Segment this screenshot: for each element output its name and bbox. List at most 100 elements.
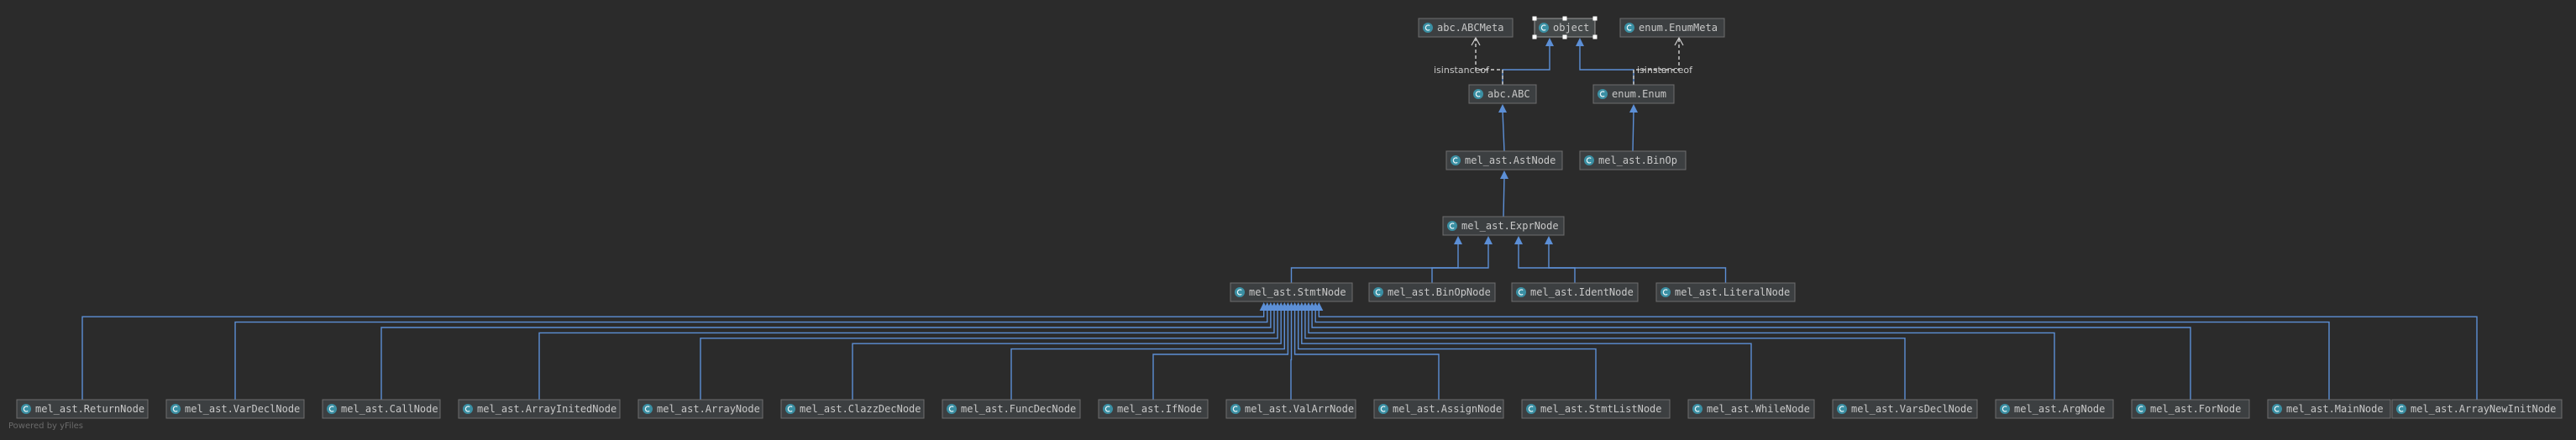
- class-c-icon: [947, 404, 957, 414]
- class-node-box: [1468, 84, 1537, 104]
- diagram-footer: Powered by yFiles: [8, 422, 83, 431]
- class-node-arrayinitednode[interactable]: mel_ast.ArrayInitedNode: [458, 399, 621, 419]
- class-c-icon: [21, 404, 31, 414]
- edge-enum-to-enummeta-arrowhead: [1674, 36, 1684, 46]
- class-node-callnode[interactable]: mel_ast.CallNode: [322, 399, 441, 419]
- class-c-icon: [1473, 89, 1483, 99]
- class-node-returnnode[interactable]: mel_ast.ReturnNode: [16, 399, 149, 419]
- class-node-binop[interactable]: mel_ast.BinOp: [1579, 150, 1687, 170]
- class-c-icon: [171, 404, 181, 414]
- class-node-arraynode[interactable]: mel_ast.ArrayNode: [637, 399, 763, 419]
- class-node-label: mel_ast.FuncDecNode: [961, 403, 1076, 415]
- class-node-label: mel_ast.VarsDeclNode: [1851, 403, 1973, 415]
- class-node-box: [780, 399, 925, 419]
- edge-abc-to-abcmeta-arrowhead: [1471, 36, 1481, 46]
- class-node-astnode[interactable]: mel_ast.AstNode: [1445, 150, 1563, 170]
- class-c-icon: [1584, 155, 1594, 165]
- class-node-clazzdecnode[interactable]: mel_ast.ClazzDecNode: [780, 399, 925, 419]
- class-node-arraynewinitnode[interactable]: mel_ast.ArrayNewInitNode: [2391, 399, 2563, 419]
- class-c-icon: [1837, 404, 1847, 414]
- class-node-vardeclnode[interactable]: mel_ast.VarDeclNode: [165, 399, 305, 419]
- class-node-box: [2391, 399, 2563, 419]
- class-c-icon: [1692, 404, 1702, 414]
- class-node-label: abc.ABC: [1487, 88, 1530, 100]
- class-node-label: mel_ast.ArrayInitedNode: [477, 403, 616, 415]
- resize-handle[interactable]: [1562, 16, 1567, 21]
- class-node-varsdeclnode[interactable]: mel_ast.VarsDeclNode: [1832, 399, 1978, 419]
- edge-abc-to-abcmeta: [1475, 39, 1503, 85]
- class-node-box: [1418, 18, 1514, 38]
- nodes-layer: abc.ABCMeta object enum.EnumMeta abc.ABC enu…: [16, 16, 2563, 419]
- class-node-box: [322, 399, 441, 419]
- edge-literalnode-to-exprnode-arrowhead: [1545, 236, 1553, 244]
- edge-arrayinitednode-to-stmtnode: [538, 309, 1275, 400]
- class-node-box: [942, 399, 1081, 419]
- edge-exprnode-to-astnode: [1503, 176, 1505, 217]
- class-node-box: [16, 399, 149, 419]
- resize-handle[interactable]: [1592, 34, 1598, 39]
- class-node-argnode[interactable]: mel_ast.ArgNode: [1995, 399, 2114, 419]
- class-node-box: [2267, 399, 2391, 419]
- class-node-enummeta[interactable]: enum.EnumMeta: [1619, 18, 1725, 38]
- edge-identnode-to-exprnode-arrowhead: [1514, 236, 1523, 244]
- class-node-exprnode[interactable]: mel_ast.ExprNode: [1442, 216, 1565, 236]
- class-node-whilenode[interactable]: mel_ast.WhileNode: [1687, 399, 1815, 419]
- class-node-label: mel_ast.StmtListNode: [1540, 403, 1662, 415]
- class-node-label: mel_ast.ArgNode: [2014, 403, 2105, 415]
- class-c-icon: [2136, 404, 2146, 414]
- class-node-identnode[interactable]: mel_ast.IdentNode: [1511, 282, 1639, 302]
- class-node-box: [1655, 282, 1796, 302]
- class-c-icon: [2000, 404, 2010, 414]
- class-node-abc[interactable]: abc.ABC: [1468, 84, 1537, 104]
- edge-fornode-to-stmtnode: [1311, 309, 2191, 400]
- edge-stmtnode-to-exprnode-arrowhead: [1454, 236, 1462, 244]
- class-node-label: mel_ast.MainNode: [2286, 403, 2384, 415]
- edge-identnode-to-exprnode: [1518, 243, 1576, 283]
- class-node-ifnode[interactable]: mel_ast.IfNode: [1098, 399, 1209, 419]
- class-node-stmtnode[interactable]: mel_ast.StmtNode: [1230, 282, 1353, 302]
- class-c-icon: [1103, 404, 1113, 414]
- class-node-object[interactable]: object: [1532, 16, 1598, 39]
- selection-handles[interactable]: [1532, 16, 1598, 39]
- class-node-literalnode[interactable]: mel_ast.LiteralNode: [1655, 282, 1796, 302]
- edge-clazzdecnode-to-stmtnode: [852, 309, 1282, 400]
- class-c-icon: [785, 404, 795, 414]
- class-node-binopnode[interactable]: mel_ast.BinOpNode: [1368, 282, 1496, 302]
- class-node-box: [1442, 216, 1565, 236]
- class-node-label: mel_ast.ValArrNode: [1245, 403, 1354, 415]
- resize-handle[interactable]: [1532, 16, 1537, 21]
- class-node-label: enum.Enum: [1612, 88, 1666, 100]
- class-node-stmtlistnode[interactable]: mel_ast.StmtListNode: [1521, 399, 1671, 419]
- class-node-mainnode[interactable]: mel_ast.MainNode: [2267, 399, 2391, 419]
- resize-handle[interactable]: [1562, 34, 1567, 39]
- edge-arraynewinitnode-to-stmtnode: [1318, 309, 2478, 400]
- class-node-box: [1225, 399, 1356, 419]
- class-node-abcmeta[interactable]: abc.ABCMeta: [1418, 18, 1514, 38]
- class-node-box: [1619, 18, 1725, 38]
- class-node-label: mel_ast.ReturnNode: [35, 403, 144, 415]
- class-c-icon: [1624, 23, 1634, 33]
- class-c-icon: [1423, 23, 1433, 33]
- edge-argnode-to-stmtnode: [1308, 309, 2055, 400]
- isinstanceof-edge-label: isinstanceof: [1637, 65, 1693, 76]
- class-node-valarrnode[interactable]: mel_ast.ValArrNode: [1225, 399, 1356, 419]
- class-node-funcdecnode[interactable]: mel_ast.FuncDecNode: [942, 399, 1081, 419]
- resize-handle[interactable]: [1592, 16, 1598, 21]
- edge-astnode-to-abc: [1502, 110, 1505, 152]
- class-c-icon: [1539, 23, 1549, 33]
- class-node-label: object: [1553, 22, 1589, 34]
- edge-assignnode-to-stmtnode: [1293, 309, 1440, 400]
- resize-handle[interactable]: [1532, 34, 1537, 39]
- class-node-label: mel_ast.AstNode: [1465, 155, 1556, 166]
- class-node-box: [1521, 399, 1671, 419]
- class-node-label: mel_ast.WhileNode: [1707, 403, 1810, 415]
- class-node-fornode[interactable]: mel_ast.ForNode: [2131, 399, 2250, 419]
- class-node-label: mel_ast.ExprNode: [1461, 220, 1559, 232]
- class-node-assignnode[interactable]: mel_ast.AssignNode: [1373, 399, 1504, 419]
- class-node-enum[interactable]: enum.Enum: [1592, 84, 1675, 104]
- edge-abc-to-object: [1502, 45, 1550, 85]
- class-node-label: mel_ast.ForNode: [2150, 403, 2241, 415]
- class-node-label: mel_ast.StmtNode: [1249, 286, 1346, 298]
- edge-returnnode-to-stmtnode: [81, 309, 1265, 400]
